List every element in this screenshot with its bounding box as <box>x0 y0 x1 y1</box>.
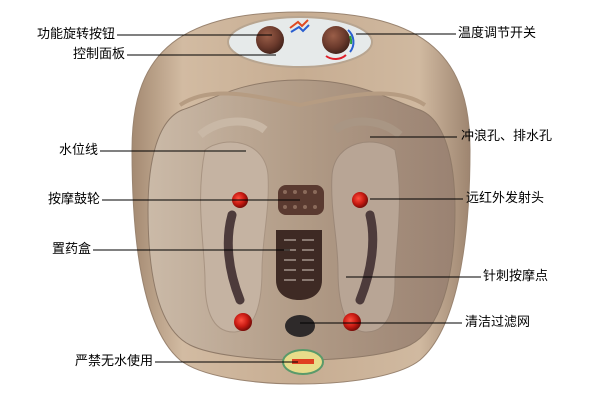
label-control-panel: 控制面板 <box>72 47 125 62</box>
top-ridge <box>178 91 427 108</box>
left-foot-plate <box>200 141 269 333</box>
right-foot-plate <box>331 141 400 333</box>
label-jet-drain-holes: 冲浪孔、排水孔 <box>461 129 553 144</box>
massage-roller-shape <box>278 185 324 215</box>
label-massage-roller: 按摩鼓轮 <box>47 192 100 207</box>
medicine-box-shape <box>276 230 322 300</box>
label-temperature-switch: 温度调节开关 <box>458 26 537 41</box>
label-water-level-line: 水位线 <box>58 143 98 158</box>
label-cleaning-filter: 清洁过滤网 <box>465 315 531 330</box>
right-jet-holes <box>332 117 403 139</box>
left-jet-holes <box>197 117 268 139</box>
left-lower-infrared <box>234 313 252 331</box>
right-lower-infrared <box>343 313 361 331</box>
label-far-infrared-emitter: 远红外发射头 <box>466 191 545 206</box>
right-acupressure-strip <box>355 210 378 305</box>
function-knob-shape <box>256 26 284 54</box>
right-upper-infrared <box>352 192 368 208</box>
leader-lines <box>93 33 481 363</box>
cleaning-filter-shape <box>285 315 315 337</box>
label-medicine-box: 置药盒 <box>51 242 91 257</box>
label-acupressure-points: 针刺按摩点 <box>483 269 549 284</box>
temperature-knob-shape <box>322 26 350 54</box>
left-acupressure-strip <box>223 210 245 305</box>
label-no-dry-use: 严禁无水使用 <box>74 354 153 369</box>
label-function-knob: 功能旋转按钮 <box>36 27 115 42</box>
